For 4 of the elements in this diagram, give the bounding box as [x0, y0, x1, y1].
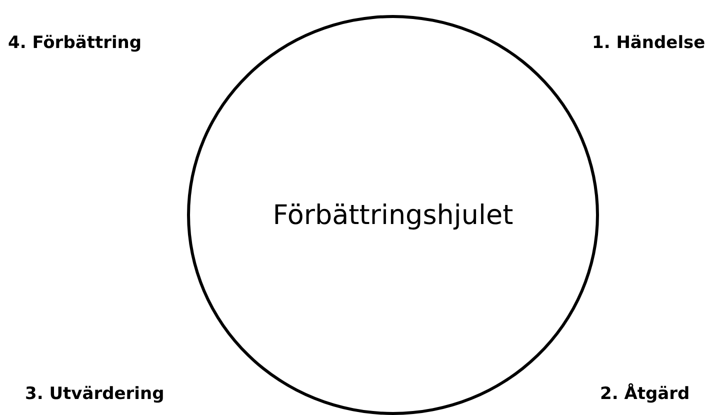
step-label: 3. Utvärdering [25, 384, 164, 404]
step-label: 1. Händelse [592, 33, 706, 53]
step-label: 2. Åtgärd [600, 384, 690, 404]
step-label: 4. Förbättring [8, 33, 142, 53]
